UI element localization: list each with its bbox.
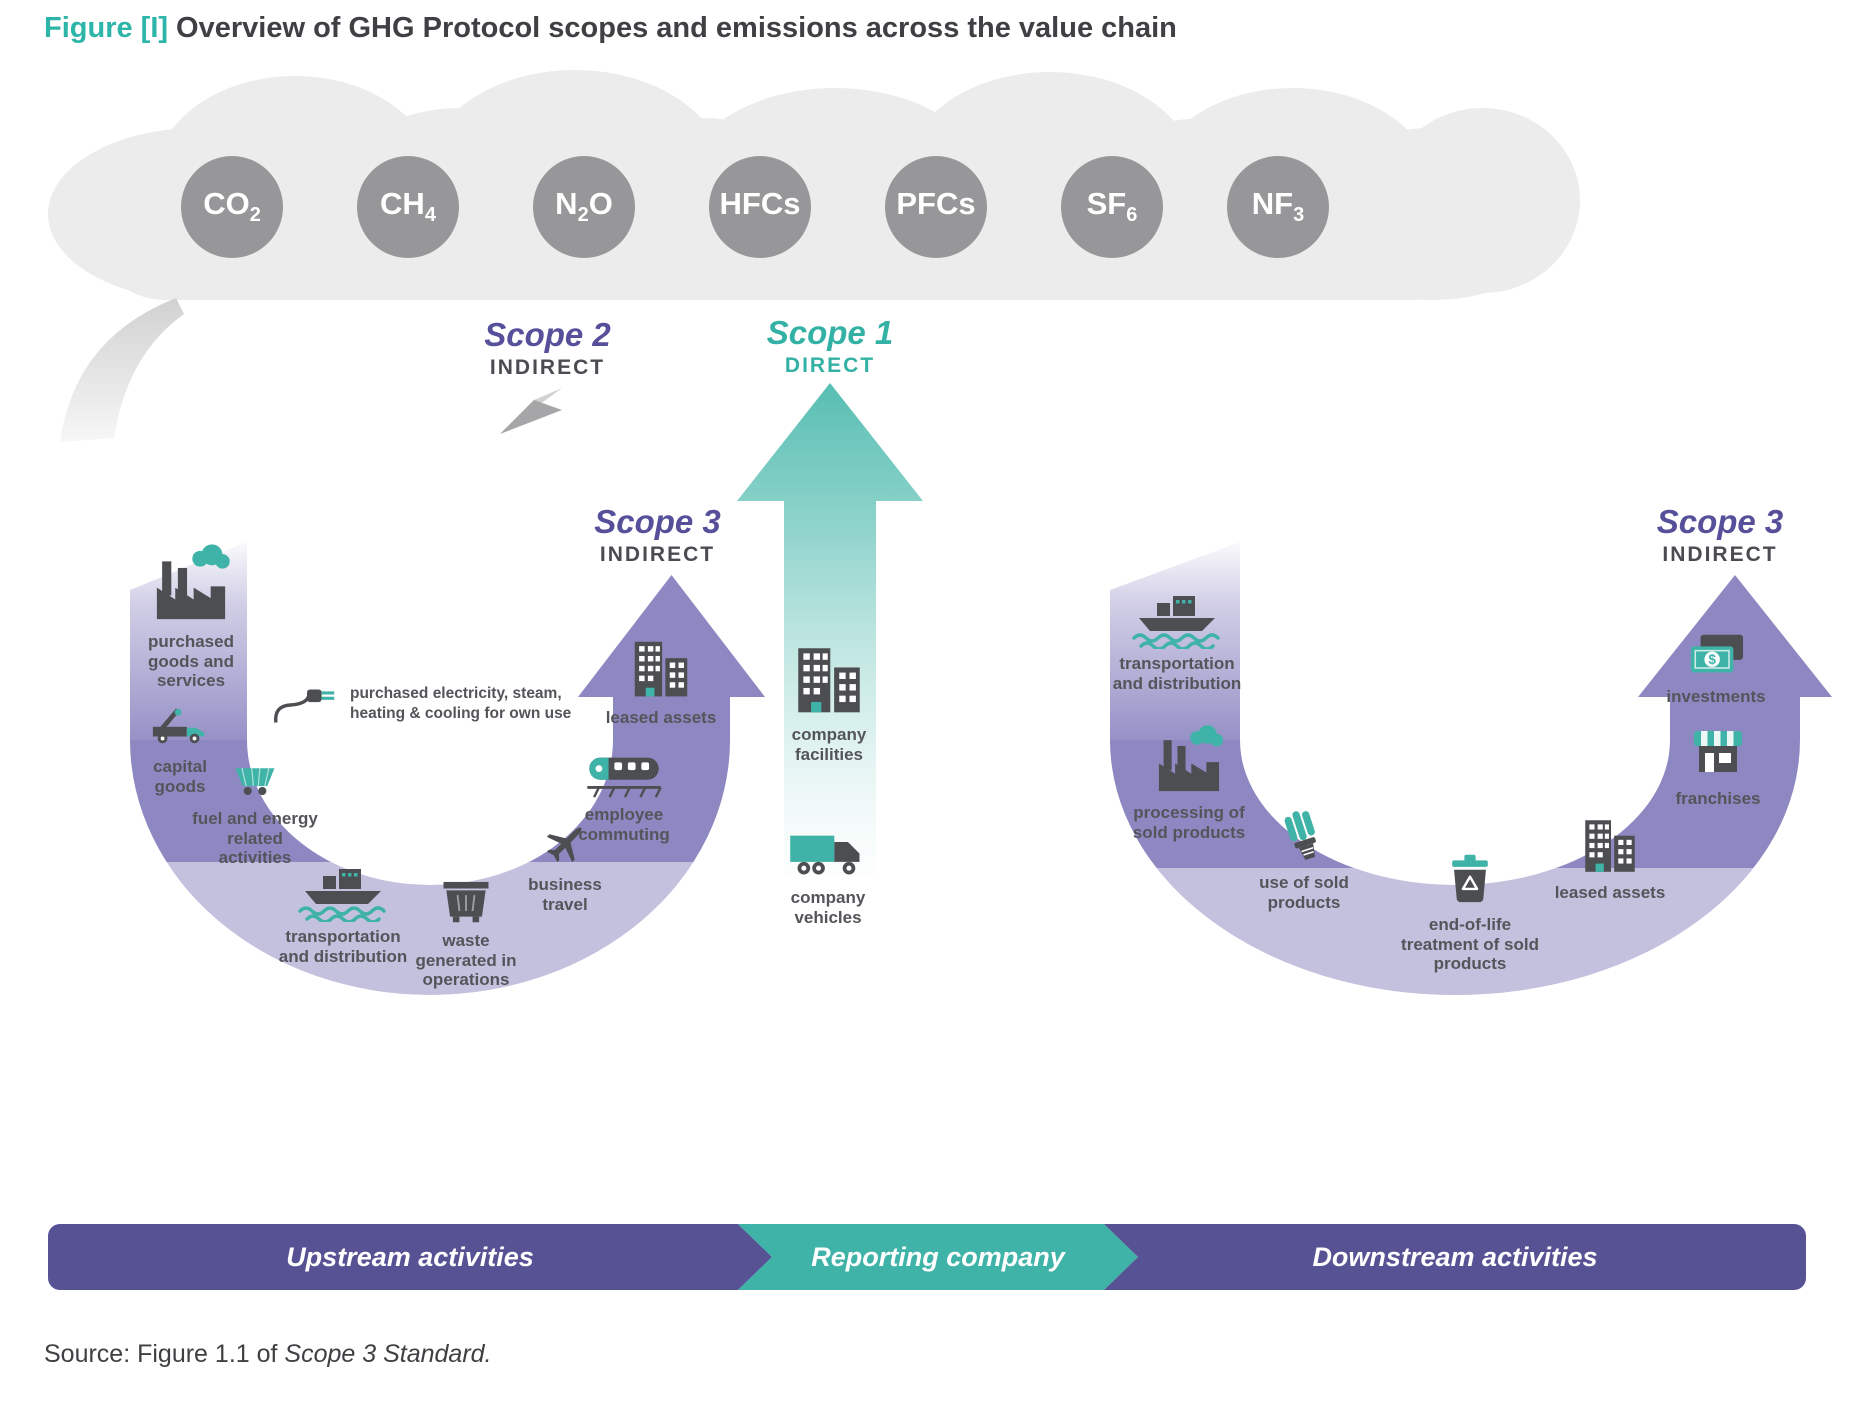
gas-co2: CO2 xyxy=(181,156,283,258)
lightbulb-icon xyxy=(1273,806,1335,868)
recycle-bin-icon xyxy=(1440,850,1500,910)
scope2-label: Scope 2 INDIRECT xyxy=(430,316,665,380)
item-transportation-upstream: transportation and distribution xyxy=(268,858,418,966)
item-business-travel: business travel xyxy=(510,818,620,914)
source-italic: Scope 3 Standard. xyxy=(284,1340,492,1368)
banner-downstream-label: Downstream activities xyxy=(1312,1241,1598,1272)
page-title: Overview of GHG Protocol scopes and emis… xyxy=(176,12,1177,44)
banner-upstream: Upstream activities xyxy=(48,1224,772,1290)
decorative-swoosh xyxy=(60,298,184,442)
cart-icon xyxy=(229,752,281,804)
item-label: waste generated in operations xyxy=(415,931,517,990)
item-company-facilities: company facilities xyxy=(766,638,892,764)
item-franchises: franchises xyxy=(1662,720,1774,809)
scope2-note: purchased electricity, steam, heating & … xyxy=(350,685,572,723)
source-prefix: Source: Figure 1.1 of xyxy=(44,1340,285,1368)
banner-reporting-company: Reporting company xyxy=(738,1224,1138,1290)
train-icon xyxy=(583,746,665,800)
scope3-downstream-label: Scope 3 INDIRECT xyxy=(1600,503,1840,567)
item-transportation-downstream: transportation and distribution xyxy=(1102,585,1252,693)
crane-truck-icon xyxy=(149,690,211,752)
scope3-upstream-title: Scope 3 xyxy=(594,503,721,540)
item-purchased-goods-and-services: purchased goods and services xyxy=(135,543,247,691)
item-label: capital goods xyxy=(153,757,207,796)
scope3-downstream-title: Scope 3 xyxy=(1656,503,1784,540)
item-company-vehicles: company vehicles xyxy=(762,824,894,927)
storefront-icon xyxy=(1686,720,1750,784)
item-leased-assets-downstream: leased assets xyxy=(1548,812,1672,903)
scope2-pointer-icon xyxy=(500,388,562,434)
upstream-scope3-arrow xyxy=(130,542,765,995)
item-employee-commuting: employee commuting xyxy=(562,746,686,844)
item-investments: $ investments xyxy=(1656,628,1776,707)
banner-upstream-label: Upstream activities xyxy=(286,1241,534,1272)
scope1-subtitle: DIRECT xyxy=(784,354,876,377)
item-label: transportation and distribution xyxy=(1112,654,1242,693)
banner-downstream: Downstream activities xyxy=(1104,1224,1806,1290)
item-label: leased assets xyxy=(605,708,717,727)
gas-pfcs: PFCs xyxy=(885,156,987,258)
item-label: business travel xyxy=(528,875,602,914)
gas-sf6: SF6 xyxy=(1061,156,1163,258)
banner-reporting-label: Reporting company xyxy=(811,1241,1065,1272)
ship-icon xyxy=(1126,585,1228,649)
item-leased-assets-upstream: leased assets xyxy=(605,633,717,728)
truck-icon xyxy=(786,824,870,883)
item-label: franchises xyxy=(1675,789,1761,808)
airplane-icon xyxy=(539,818,591,870)
buildings-icon xyxy=(626,633,696,703)
item-label: investments xyxy=(1666,687,1766,706)
item-label: end-of-life treatment of sold products xyxy=(1401,915,1539,974)
item-label: fuel and energy related activities xyxy=(192,809,318,868)
waste-bin-icon xyxy=(436,866,496,926)
gas-ch4: CH4 xyxy=(357,156,459,258)
plug-icon xyxy=(272,680,342,730)
item-label: company vehicles xyxy=(790,888,866,927)
item-fuel-and-energy: fuel and energy related activities xyxy=(190,752,320,868)
factory-icon xyxy=(149,543,233,627)
item-end-of-life-treatment: end-of-life treatment of sold products xyxy=(1392,850,1548,974)
money-icon: $ xyxy=(1681,628,1751,682)
scope1-arrow xyxy=(737,383,923,875)
buildings-icon xyxy=(1577,812,1643,878)
svg-text:$: $ xyxy=(1708,652,1716,667)
scope3-upstream-subtitle: INDIRECT xyxy=(599,543,716,566)
scope3-downstream-subtitle: INDIRECT xyxy=(1662,543,1778,566)
item-capital-goods: capital goods xyxy=(133,690,227,796)
scope1-title: Scope 1 xyxy=(766,314,894,351)
source-note: Source: Figure 1.1 of Scope 3 Standard. xyxy=(44,1340,492,1369)
item-label: employee commuting xyxy=(578,805,670,844)
item-label: company facilities xyxy=(791,725,867,764)
buildings-icon xyxy=(788,638,870,720)
item-processing-sold-products: processing of sold products xyxy=(1120,724,1258,842)
item-label: processing of sold products xyxy=(1132,803,1246,842)
item-label: leased assets xyxy=(1554,883,1666,902)
gas-n2o: N2O xyxy=(533,156,635,258)
figure-title: Figure [I]Overview of GHG Protocol scope… xyxy=(44,12,1177,45)
item-use-of-sold-products: use of sold products xyxy=(1248,806,1360,912)
gas-hfcs: HFCs xyxy=(709,156,811,258)
item-label: purchased goods and services xyxy=(148,632,234,691)
scope3-upstream-label: Scope 3 INDIRECT xyxy=(540,503,775,567)
item-label: transportation and distribution xyxy=(278,927,408,966)
value-chain-banner: Upstream activities Reporting company Do… xyxy=(0,1224,1864,1290)
item-label: use of sold products xyxy=(1259,873,1349,912)
factory-icon xyxy=(1152,724,1226,798)
scope2-subtitle: INDIRECT xyxy=(489,356,606,379)
scope2-title: Scope 2 xyxy=(484,316,611,353)
gas-nf3: NF3 xyxy=(1227,156,1329,258)
scope1-label: Scope 1 DIRECT xyxy=(715,314,945,378)
item-waste-generated: waste generated in operations xyxy=(405,866,527,990)
ship-icon xyxy=(292,858,394,922)
figure-label: Figure [I] xyxy=(44,12,169,44)
